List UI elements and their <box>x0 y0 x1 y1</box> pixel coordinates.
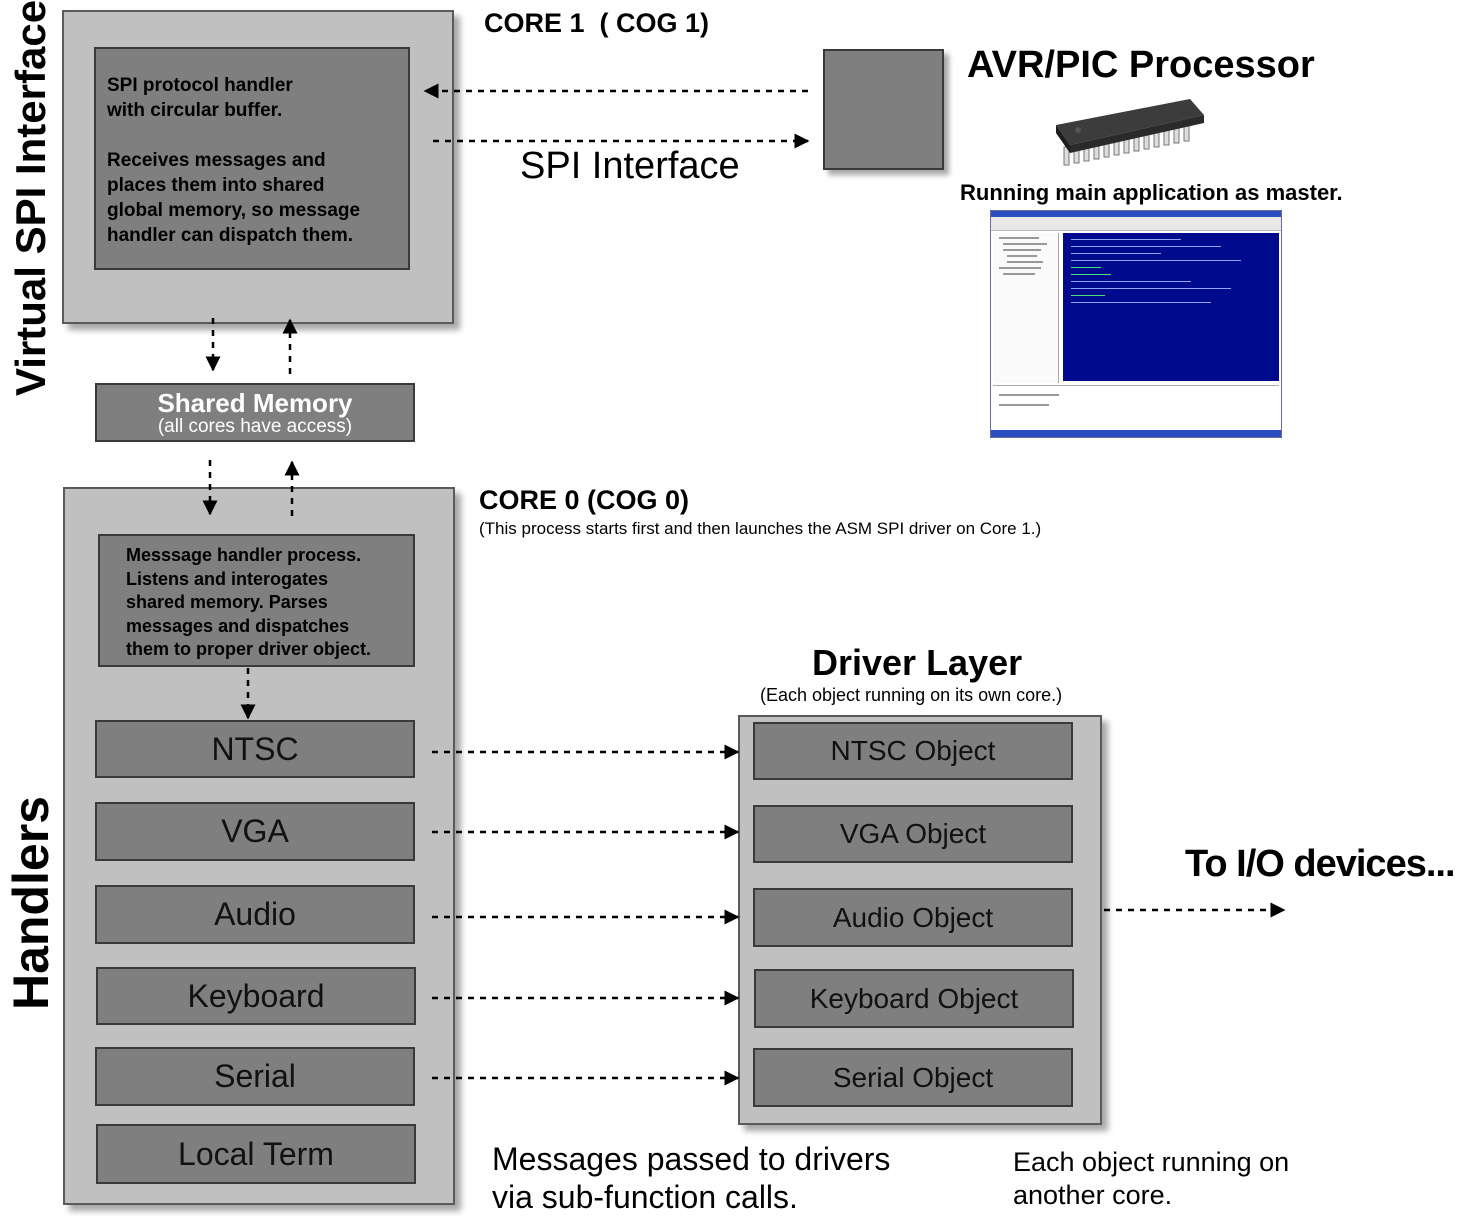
driver-ntsc-object: NTSC Object <box>753 722 1073 780</box>
message-handler-text: Messsage handler process. Listens and in… <box>126 545 372 659</box>
shared-memory-title: Shared Memory <box>157 387 353 418</box>
driver-ntsc-object-label: NTSC Object <box>830 735 996 766</box>
handler-serial-label: Serial <box>214 1058 296 1094</box>
avr-processor-box <box>823 49 944 170</box>
driver-keyboard-object-label: Keyboard Object <box>809 982 1019 1014</box>
handler-vga: VGA <box>95 802 415 861</box>
avr-title: AVR/PIC Processor <box>967 44 1315 86</box>
handler-keyboard: Keyboard <box>96 967 416 1025</box>
driver-vga-object: VGA Object <box>753 805 1073 863</box>
driver-layer-subtitle: (Each object running on its own core.) <box>760 685 1063 705</box>
avr-caption: Running main application as master. <box>960 180 1343 205</box>
handler-local-term: Local Term <box>96 1124 416 1184</box>
io-devices-label: To I/O devices... <box>1185 843 1456 885</box>
handler-vga-label: VGA <box>221 813 289 849</box>
driver-serial-object: Serial Object <box>753 1048 1073 1107</box>
driver-layer-title: Driver Layer <box>812 642 1023 683</box>
handler-serial: Serial <box>95 1047 415 1106</box>
driver-vga-object-label: VGA Object <box>839 818 987 849</box>
ide-screenshot <box>990 210 1282 438</box>
shared-memory-subtitle: (all cores have access) <box>157 415 353 437</box>
handler-audio-label: Audio <box>214 896 296 932</box>
driver-audio-object-label: Audio Object <box>832 901 994 933</box>
spi-protocol-box: SPI protocol handler with circular buffe… <box>94 47 410 270</box>
message-handler-box: Messsage handler process. Listens and in… <box>98 534 415 667</box>
driver-audio-object: Audio Object <box>753 888 1073 947</box>
spi-protocol-text: SPI protocol handler with circular buffe… <box>107 75 361 246</box>
core0-note: (This process starts first and then laun… <box>479 519 1042 538</box>
core0-title: CORE 0 (COG 0) <box>479 485 690 515</box>
messages-note: Messages passed to drivers via sub-funct… <box>492 1141 891 1215</box>
handler-ntsc-label: NTSC <box>211 730 299 767</box>
core1-title: CORE 1 ( COG 1) <box>484 8 710 38</box>
handler-local-term-label: Local Term <box>178 1135 334 1172</box>
ic-chip-image <box>1056 99 1204 166</box>
spi-interface-label: SPI Interface <box>520 145 740 187</box>
handler-audio: Audio <box>95 885 415 944</box>
shared-memory-box: Shared Memory (all cores have access) <box>95 383 415 442</box>
handler-keyboard-label: Keyboard <box>187 977 325 1014</box>
driver-serial-object-label: Serial Object <box>832 1061 994 1093</box>
driver-keyboard-object: Keyboard Object <box>754 969 1074 1028</box>
handler-ntsc: NTSC <box>95 720 415 778</box>
each-object-note: Each object running on another core. <box>1013 1147 1290 1210</box>
